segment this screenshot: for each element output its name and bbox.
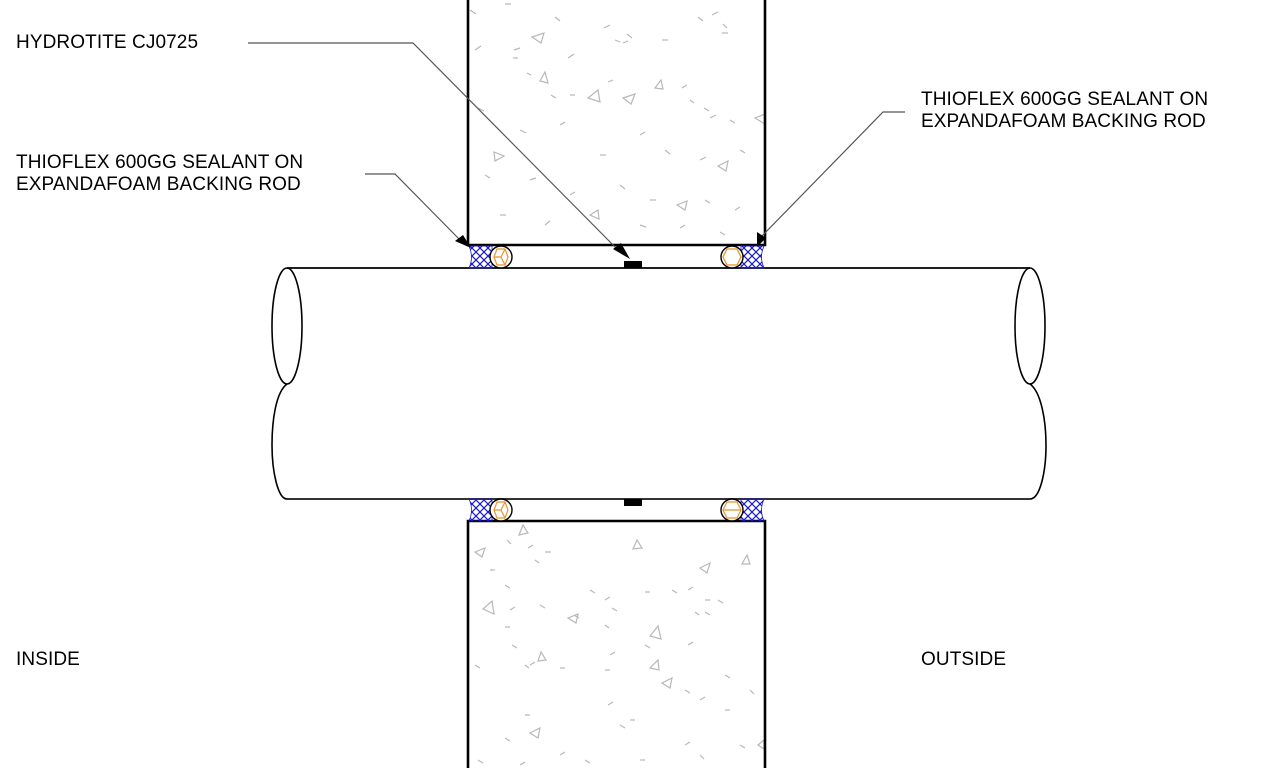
label-sealant-outside: THIOFLEX 600GG SEALANT ON EXPANDAFOAM BA…	[921, 89, 1208, 133]
label-sealant-inside-line1: THIOFLEX 600GG SEALANT ON	[16, 152, 304, 173]
sealant-outside	[740, 245, 765, 522]
label-sealant-outside-line2: EXPANDAFOAM BACKING ROD	[921, 111, 1206, 132]
wall-upper	[466, 0, 767, 247]
label-outside: OUTSIDE	[921, 649, 1007, 670]
leader-sealant-left	[365, 173, 471, 248]
label-sealant-outside-line1: THIOFLEX 600GG SEALANT ON	[921, 89, 1209, 110]
pipe	[271, 267, 1047, 500]
wall-lower	[466, 519, 767, 768]
leader-hydrotite	[248, 42, 630, 259]
label-sealant-inside-line2: EXPANDAFOAM BACKING ROD	[16, 174, 301, 195]
hydrotite-strip	[624, 261, 642, 506]
concrete-aggregate-pattern	[469, 3, 766, 236]
label-sealant-inside: THIOFLEX 600GG SEALANT ON EXPANDAFOAM BA…	[16, 152, 303, 196]
label-hydrotite: HYDROTITE CJ0725	[16, 32, 199, 53]
leader-sealant-right	[757, 111, 905, 247]
label-inside: INSIDE	[16, 649, 80, 670]
backing-rod	[489, 245, 744, 522]
sealant-inside	[468, 245, 493, 522]
